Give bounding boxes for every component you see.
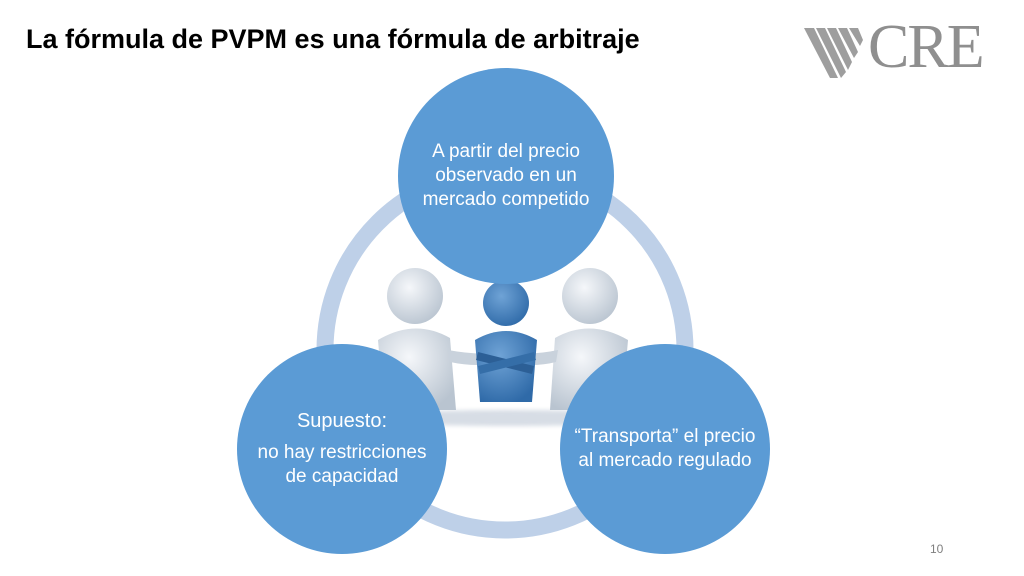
node-competitive-market-price: A partir del precio observado en un merc… [398,68,614,284]
page-number: 10 [930,542,944,556]
slide-title: La fórmula de PVPM es una fórmula de arb… [26,24,640,54]
cre-logo: CRE [800,16,1000,84]
node-title: Supuesto: [296,410,388,432]
node-capacity-assumption: Supuesto: no hay restricciones de capaci… [237,344,447,554]
node-text: no hay restricciones de capacidad [257,442,427,487]
node-text: “Transporta” el precio al mercado regula… [574,426,756,471]
logo-text: CRE [868,13,985,81]
node-text: A partir del precio observado en un merc… [422,141,590,210]
node-transport-price: “Transporta” el precio al mercado regula… [560,344,770,554]
cre-stripes-logo-icon [804,28,863,78]
